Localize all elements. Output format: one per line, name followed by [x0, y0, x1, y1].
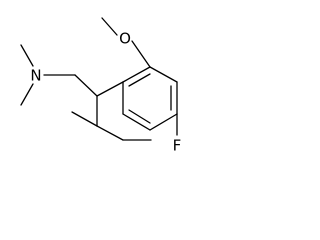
bond-n-methyl-lower	[20, 83, 34, 106]
bond-methoxy-methyl	[101, 17, 118, 36]
bond-ring-4-inner	[128, 109, 151, 124]
bond-ring-ch	[96, 81, 124, 97]
bond-ring-1	[149, 66, 178, 83]
bond-n-methyl-upper	[20, 44, 34, 67]
nitrogen-atom-label: N	[30, 67, 41, 85]
bond-ring-4	[122, 113, 151, 131]
bond-sec-methyl	[71, 111, 98, 127]
fluorine-atom-label: F	[173, 137, 182, 155]
bond-ring-6	[122, 66, 151, 83]
bond-sec-ethyl	[96, 125, 124, 141]
bond-ring-6-inner	[128, 73, 151, 87]
bond-ring-3	[149, 113, 178, 131]
oxygen-atom-label: O	[119, 30, 131, 48]
bond-ch-ch2	[74, 74, 98, 97]
structure-diagram: O N F	[20, 17, 182, 155]
bond-o-ring	[131, 40, 151, 68]
